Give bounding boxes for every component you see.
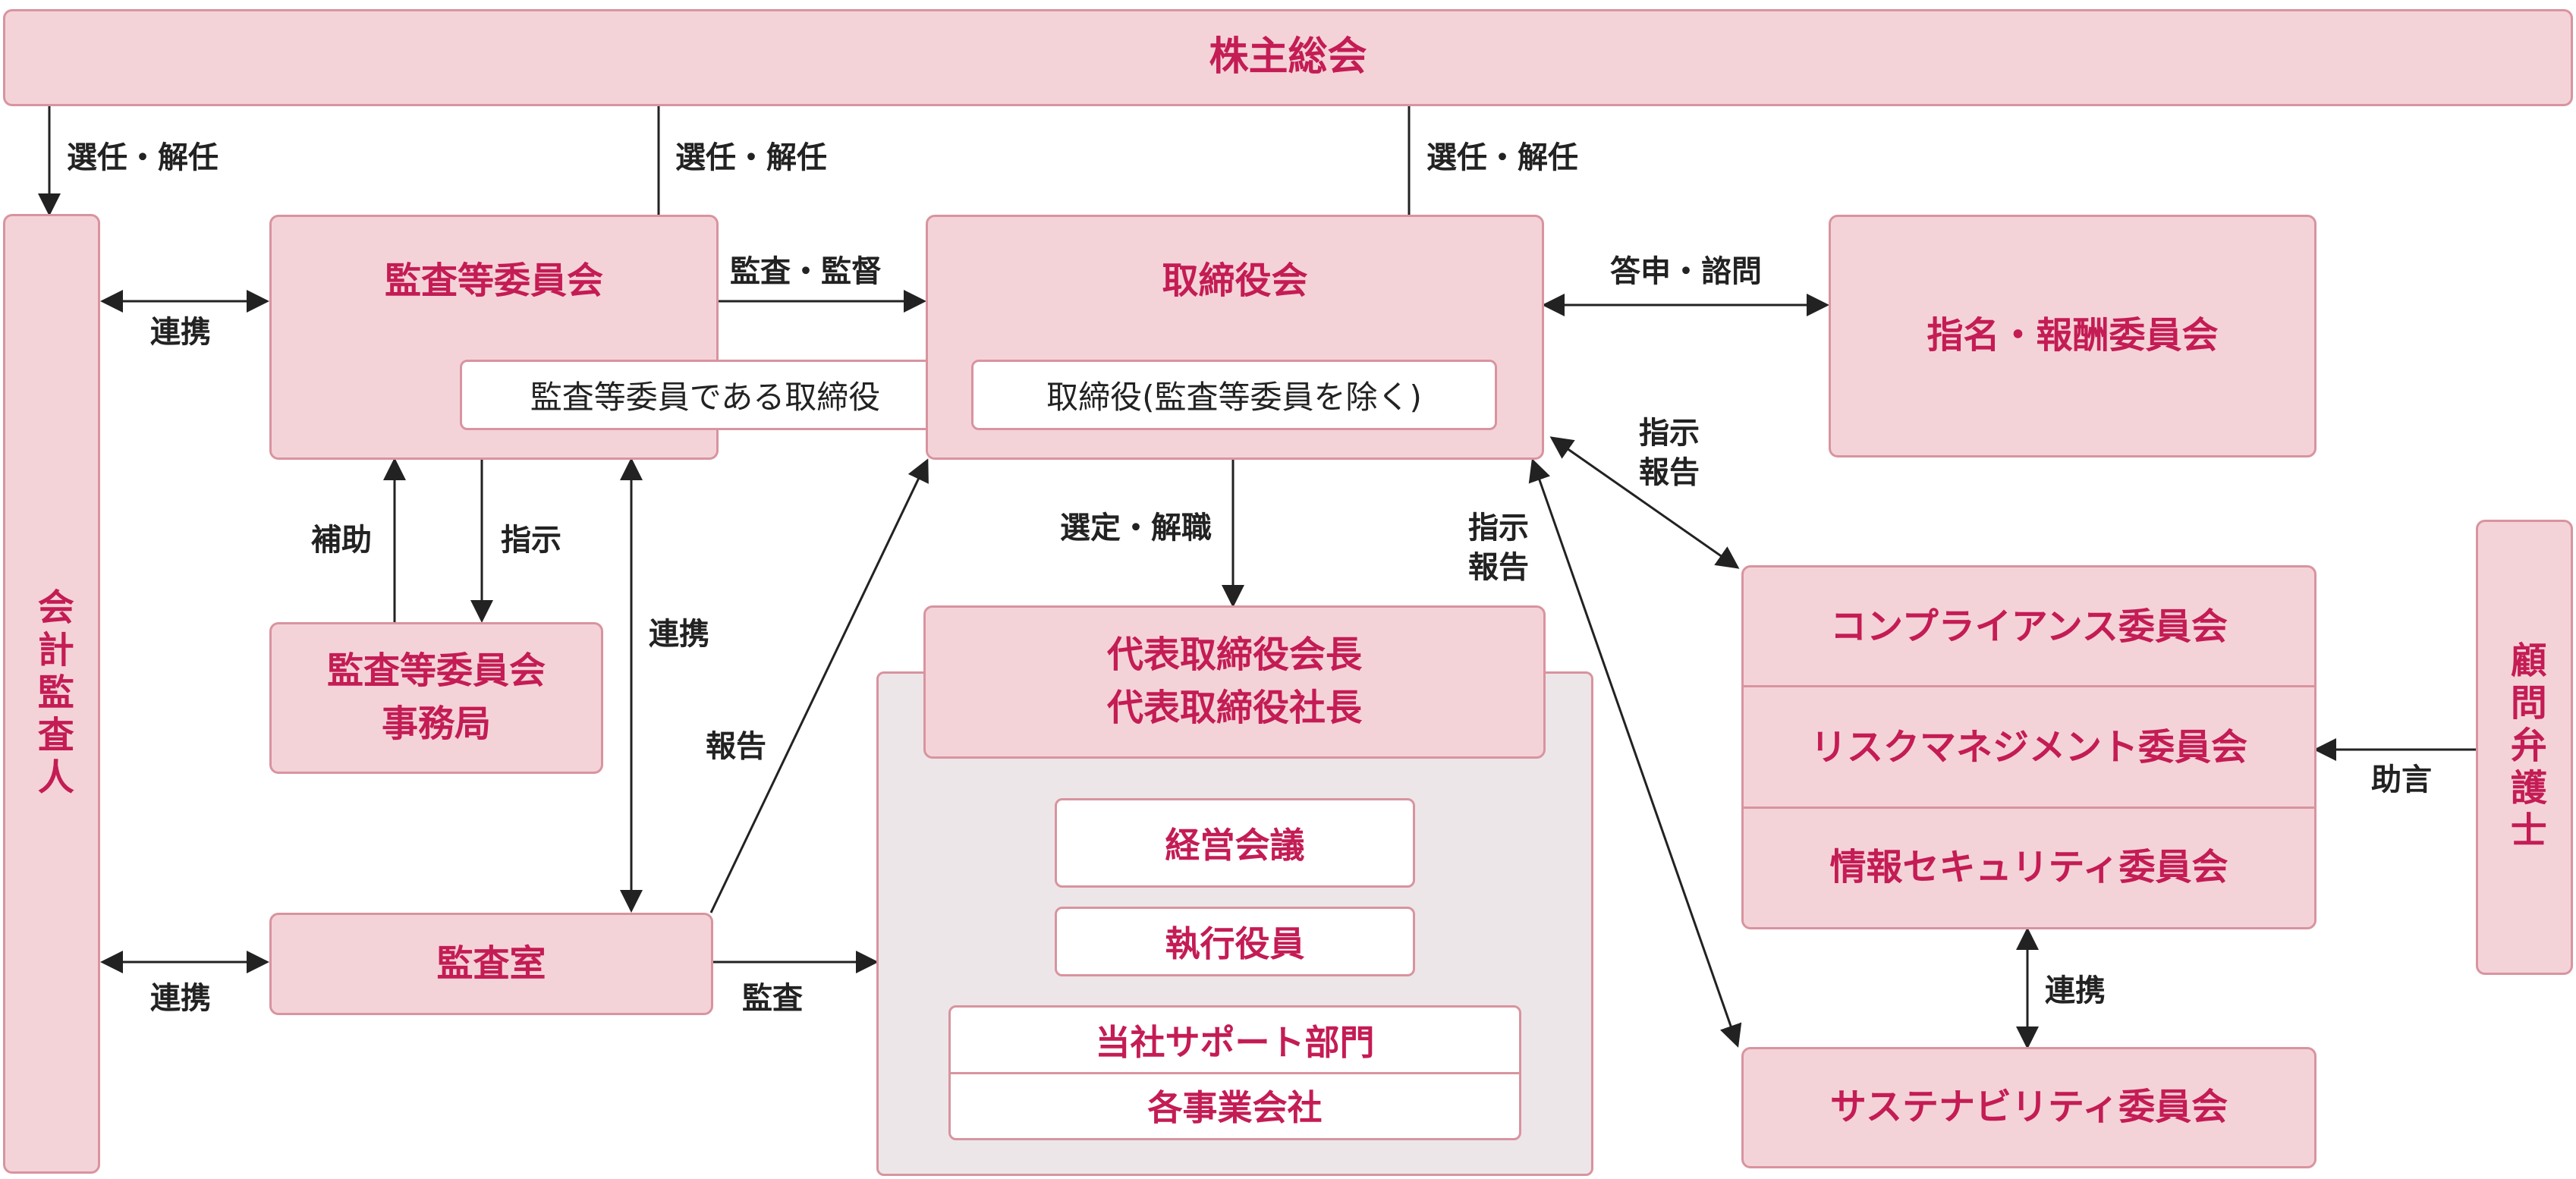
executive-officers: 執行役員	[1055, 907, 1415, 976]
label-link-committees: 連携	[2045, 973, 2106, 1008]
committee-divider-2	[1744, 806, 2314, 809]
label-report: 報告	[706, 729, 766, 764]
management-meeting: 経営会議	[1055, 798, 1415, 888]
label-advice: 助言	[2371, 762, 2432, 797]
label-assist: 補助	[311, 523, 372, 558]
label-select-dismiss: 選定・解職	[1060, 511, 1212, 545]
label-report-consult: 答申・諮問	[1610, 254, 1762, 289]
support-dept: 当社サポート部門	[1095, 1022, 1375, 1063]
internal-audit-office: 監査室	[269, 913, 713, 1015]
nomination-compensation-committee: 指名・報酬委員会	[1829, 215, 2317, 457]
label-instruct: 指示	[501, 523, 561, 558]
label-audit-supervise: 監査・監督	[730, 254, 882, 289]
compliance-committee: コンプライアンス委員会	[1830, 605, 2228, 649]
committees-stack: コンプライアンス委員会 リスクマネジメント委員会 情報セキュリティ委員会	[1741, 565, 2317, 929]
audit-committee-secretariat: 監査等委員会 事務局	[269, 622, 603, 774]
committee-divider-1	[1744, 685, 2314, 687]
shareholders-meeting: 株主総会	[3, 9, 2573, 106]
accounting-auditor: 会計監査人	[3, 214, 100, 1174]
risk-management-committee: リスクマネジメント委員会	[1810, 726, 2247, 769]
infosec-committee: 情報セキュリティ委員会	[1829, 846, 2228, 889]
sustainability-committee: サステナビリティ委員会	[1741, 1047, 2317, 1168]
label-link-auditor-committee: 連携	[150, 315, 211, 350]
legal-counsel: 顧問弁護士	[2476, 520, 2573, 975]
board-directors-excl-audit: 取締役(監査等委員を除く)	[971, 360, 1497, 430]
label-link-vertical: 連携	[649, 617, 709, 652]
label-instruct-report-a: 指示 報告	[1639, 416, 1700, 490]
arrow-report	[709, 458, 929, 913]
label-link-auditor-room: 連携	[150, 981, 211, 1016]
label-elect-committee: 選任・解任	[675, 140, 827, 175]
arrow-instruct-report-b	[1528, 458, 1742, 1048]
label-elect-board: 選任・解任	[1426, 140, 1578, 175]
audit-committee-director: 監査等委員である取締役	[460, 360, 951, 430]
label-instruct-report-b: 指示 報告	[1468, 511, 1529, 585]
support-divider	[951, 1072, 1519, 1074]
group-companies: 各事業会社	[1147, 1087, 1323, 1128]
label-audit: 監査	[742, 981, 803, 1016]
representative-directors: 代表取締役会長 代表取締役社長	[923, 605, 1546, 759]
label-elect-auditor: 選任・解任	[67, 140, 219, 175]
